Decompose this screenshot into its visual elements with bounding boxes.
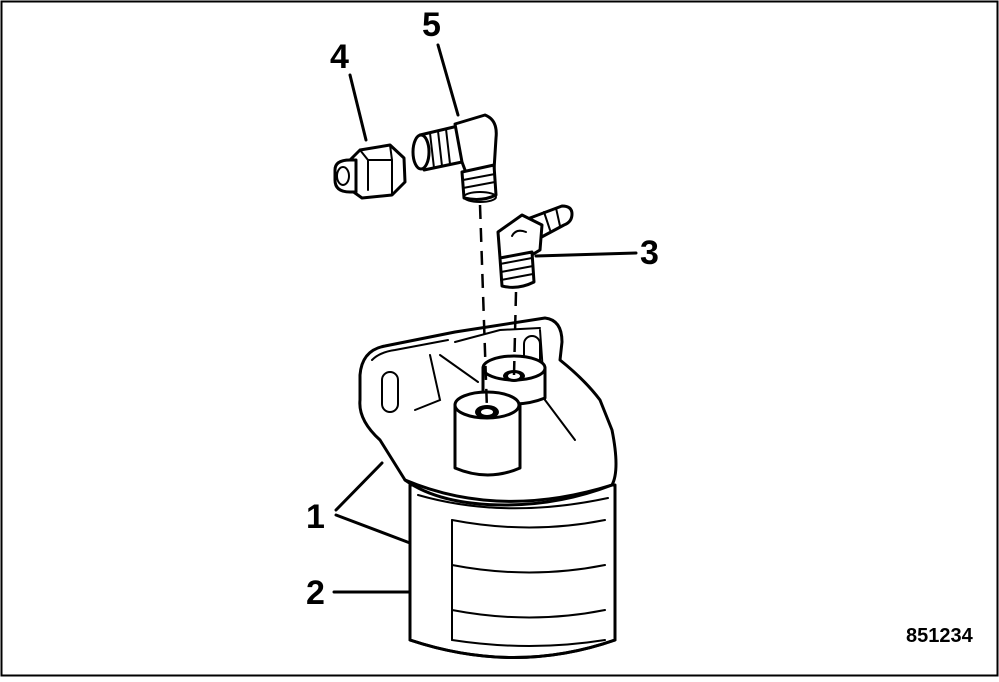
leader-1b (334, 513, 412, 545)
flare-nut (333, 143, 407, 200)
filter-canister (408, 483, 617, 659)
callout-4: 4 (330, 38, 349, 76)
leader-5 (436, 43, 460, 117)
assembly-line-3 (512, 291, 518, 376)
callout-2: 2 (306, 574, 325, 612)
callout-5: 5 (422, 6, 441, 44)
mount-slot-left (381, 371, 399, 413)
elbow-fitting-small (496, 204, 574, 289)
elbow-fitting-large (411, 113, 498, 203)
leader-1a (334, 461, 384, 512)
leader-4 (348, 73, 368, 142)
filter-head (358, 316, 618, 510)
callout-1: 1 (306, 498, 325, 536)
callout-3: 3 (640, 234, 659, 272)
leader-3 (534, 251, 638, 258)
assembly-line-5 (478, 204, 489, 411)
figure-number: 851234 (906, 625, 973, 647)
